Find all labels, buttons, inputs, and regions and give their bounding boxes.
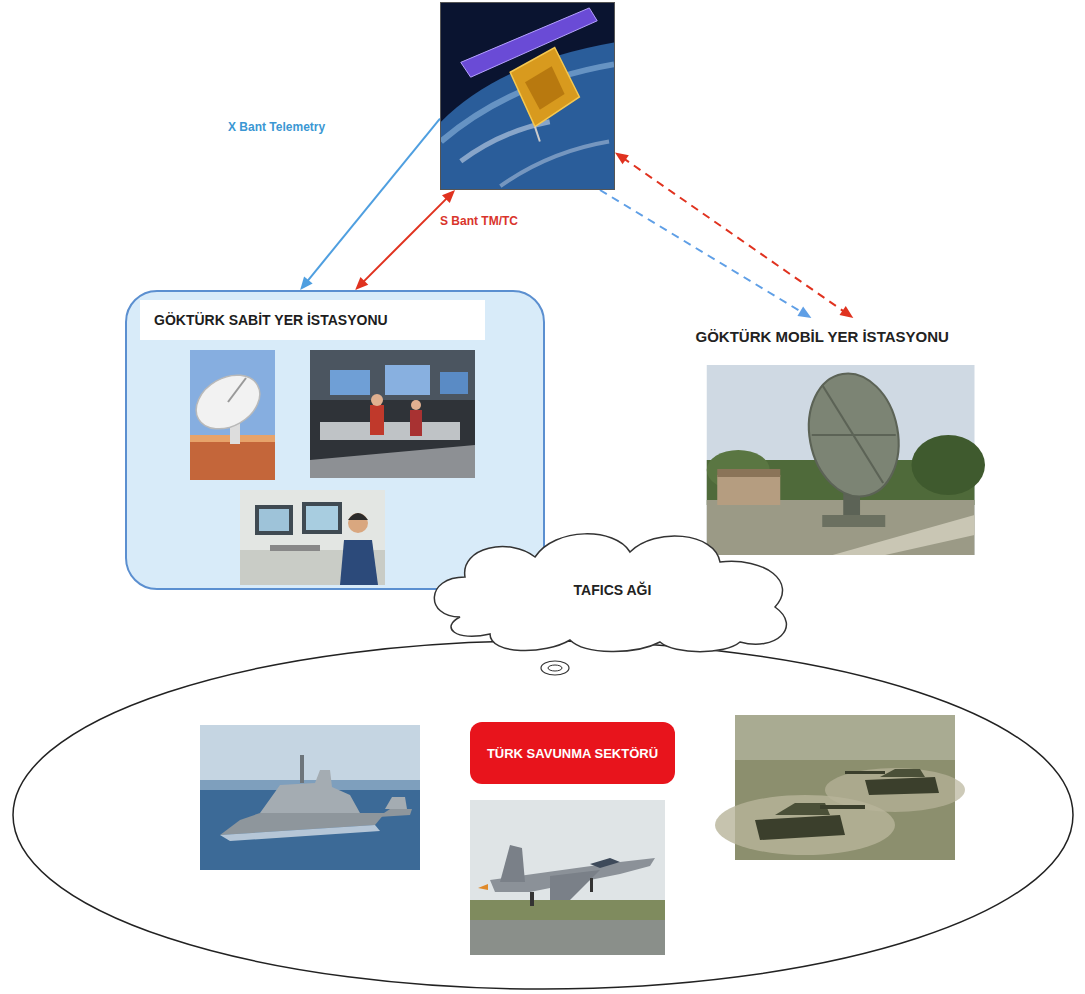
edge-label: S Bant TM/TC [440, 214, 518, 228]
node-label: TAFICS AĞI [574, 582, 652, 598]
arrow-head [300, 276, 312, 290]
network-cloud: TAFICS AĞI [420, 522, 805, 657]
cloud-tail [541, 661, 569, 675]
connector-line [622, 158, 846, 313]
title-strip: GÖKTÜRK SABİT YER İSTASYONU [140, 300, 485, 340]
arrow-head [797, 307, 811, 318]
satellite-node [440, 2, 615, 190]
node-label: TÜRK SAVUNMA SEKTÖRÜ [487, 746, 658, 761]
node-label: GÖKTÜRK MOBİL YER İSTASYONU [696, 328, 1085, 345]
jet-photo [470, 800, 665, 955]
operator-photo [240, 490, 385, 585]
connector-line [306, 119, 440, 283]
edge-label: X Bant Telemetry [228, 120, 325, 134]
connector [300, 119, 440, 290]
connector-line [362, 196, 449, 283]
ship-photo [200, 725, 420, 870]
mobile-station-node: GÖKTÜRK MOBİL YER İSTASYONU [691, 318, 1085, 558]
connector [615, 152, 853, 318]
tanks-photo [715, 715, 965, 860]
fixed-station-box: GÖKTÜRK SABİT YER İSTASYONU [125, 290, 545, 590]
satellite-image [441, 3, 614, 189]
arrow-head [355, 277, 368, 290]
arrow-head [442, 190, 455, 203]
arrow-head [839, 306, 853, 318]
arrow-head [615, 152, 629, 164]
node-label: GÖKTÜRK SABİT YER İSTASYONU [154, 312, 388, 328]
connector [600, 190, 811, 318]
connector-line [600, 190, 804, 313]
defense-sector-ellipse [13, 641, 1073, 989]
sector-box: TÜRK SAVUNMA SEKTÖRÜ [470, 722, 675, 784]
connector [355, 190, 455, 290]
control-room-photo [310, 350, 475, 478]
mobile-station-photo [691, 318, 1085, 558]
antenna-photo [187, 350, 275, 480]
